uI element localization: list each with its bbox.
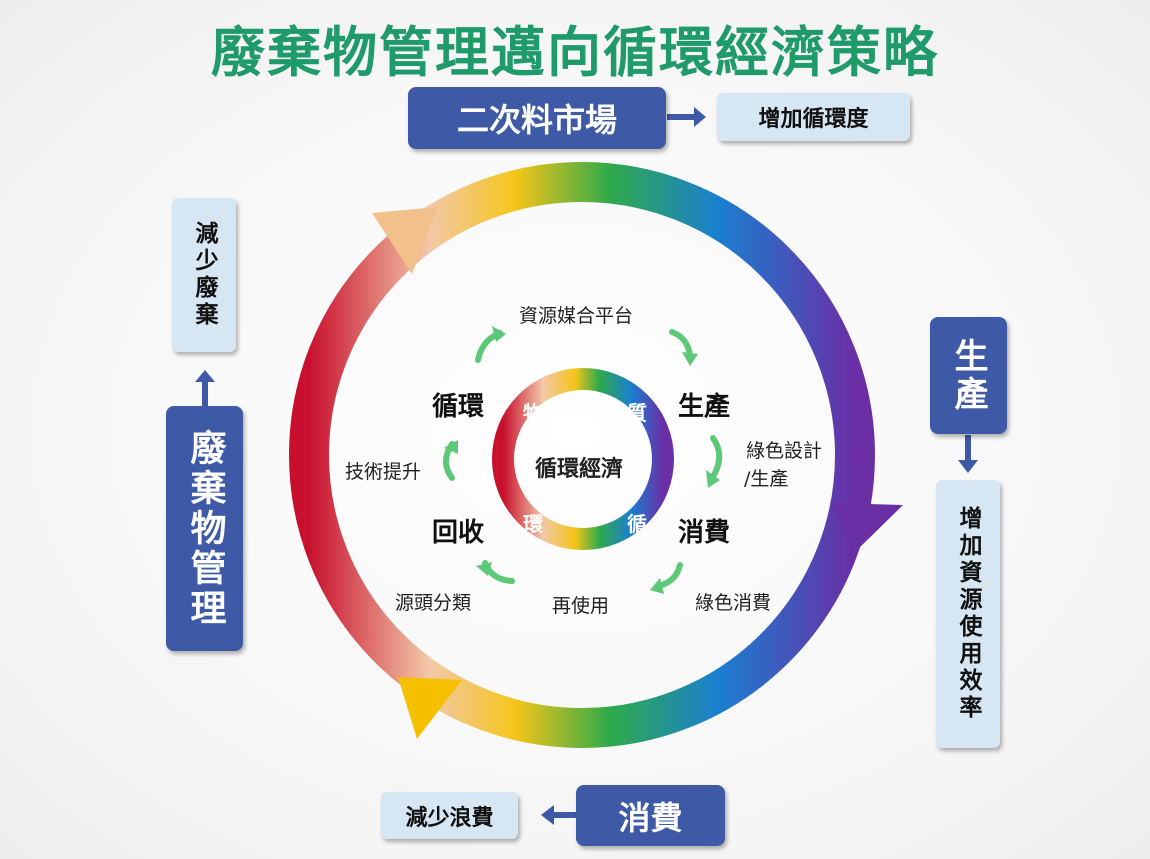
arrowhead-bottom-left [398,677,462,739]
resource-efficiency-box: 增加資源使用效率 [936,480,1000,748]
arrowhead-top-left [372,207,438,274]
waste-management-label: 廢棄物管理 [184,428,226,629]
outer-cycle-ring [289,162,875,748]
edge-green-consume: 綠色消費 [695,592,772,614]
waste-management-box: 廢棄物管理 [166,406,243,651]
inner-ring [492,368,674,550]
resource-efficiency-label: 增加資源使用效率 [955,506,981,722]
page-title: 廢棄物管理邁向循環經濟策略 [211,21,939,84]
edge-reuse: 再使用 [552,595,610,617]
center-label: 循環經濟 [535,457,624,482]
edge-platform: 資源媒合平台 [519,305,634,327]
ring-char-1: 物 [523,401,543,425]
node-consume: 消費 [678,518,731,548]
secondary-market-box: 二次料市場 [408,87,666,149]
reduce-waste-box: 減少浪費 [381,792,518,839]
ring-char-4: 環 [523,512,543,536]
secondary-market-label: 二次料市場 [456,101,617,139]
green-arrow-right [710,435,723,478]
reduce-discard-label: 減少廢棄 [191,221,217,329]
arrowhead-right [831,503,903,552]
green-arrow-bottom-right [655,562,683,589]
node-recycle: 循環 [432,392,485,422]
edge-green-design: 綠色設計 [746,440,823,462]
production-box: 生產 [930,317,1007,434]
edge-sort: 源頭分類 [395,592,472,614]
node-produce: 生產 [678,392,731,422]
edge-green-design-2: /生產 [744,468,789,490]
production-label: 生產 [948,337,988,414]
consumption-label: 消費 [618,798,683,837]
edge-tech: 技術提升 [345,461,422,483]
increase-circularity-box: 增加循環度 [717,93,910,141]
ring-char-3: 循 [627,512,647,536]
reduce-discard-box: 減少廢棄 [172,198,236,352]
node-collect: 回收 [432,518,485,548]
ring-char-2: 質 [627,401,647,425]
reduce-waste-label: 減少浪費 [405,805,494,831]
consumption-box: 消費 [576,785,725,846]
green-arrow-top-right [669,329,693,359]
increase-circularity-label: 增加循環度 [758,107,869,132]
